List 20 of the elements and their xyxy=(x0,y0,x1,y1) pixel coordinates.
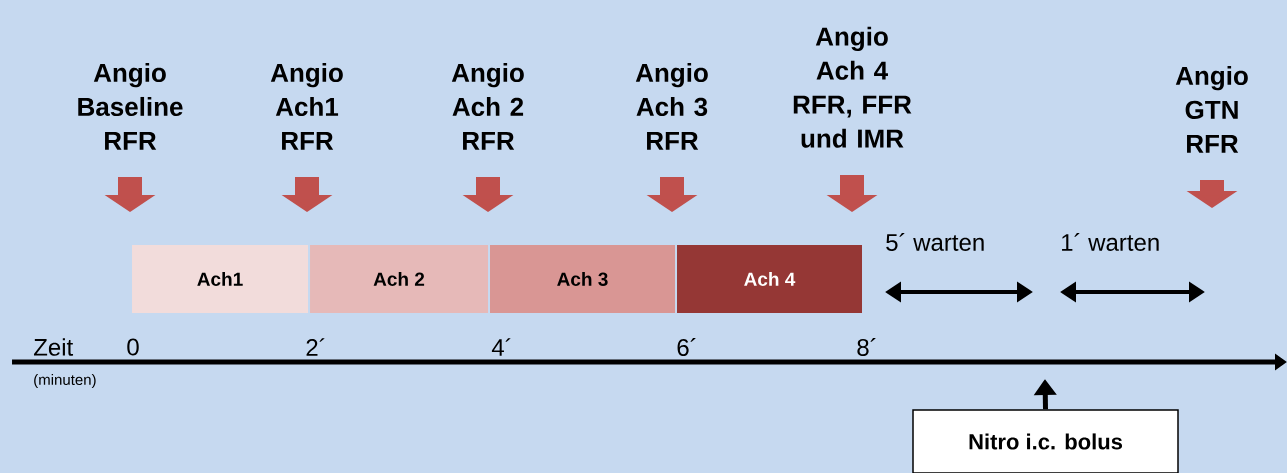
unit-label: (minuten) xyxy=(34,374,96,388)
phase-bar: Ach1 xyxy=(132,245,308,313)
annotation-box: Nitro i.c. bolus xyxy=(912,409,1179,473)
phase-bar: Ach 4 xyxy=(677,245,862,313)
step-label: Angio Ach 4 RFR, FFR und IMR xyxy=(793,26,912,148)
tick-label: 0 xyxy=(127,338,139,356)
duration-label: 1´ warten xyxy=(1062,233,1159,251)
step-label: Angio Ach 3 RFR xyxy=(635,62,708,150)
tick-label: 2´ xyxy=(306,338,325,356)
tick-label: 6´ xyxy=(677,338,696,356)
step-label: Angio Baseline RFR xyxy=(78,62,183,150)
tick-label: 8´ xyxy=(857,338,876,356)
step-label: Angio Ach 2 RFR xyxy=(451,62,524,150)
duration-label: 5´ warten xyxy=(886,233,984,251)
step-label: Angio GTN RFR xyxy=(1175,65,1248,153)
step-label: Angio Ach1 RFR xyxy=(270,62,343,150)
axis-title: Zeit xyxy=(34,338,74,356)
phase-bar: Ach 3 xyxy=(490,245,675,313)
phase-bar: Ach 2 xyxy=(310,245,488,313)
tick-label: 4´ xyxy=(491,338,511,356)
